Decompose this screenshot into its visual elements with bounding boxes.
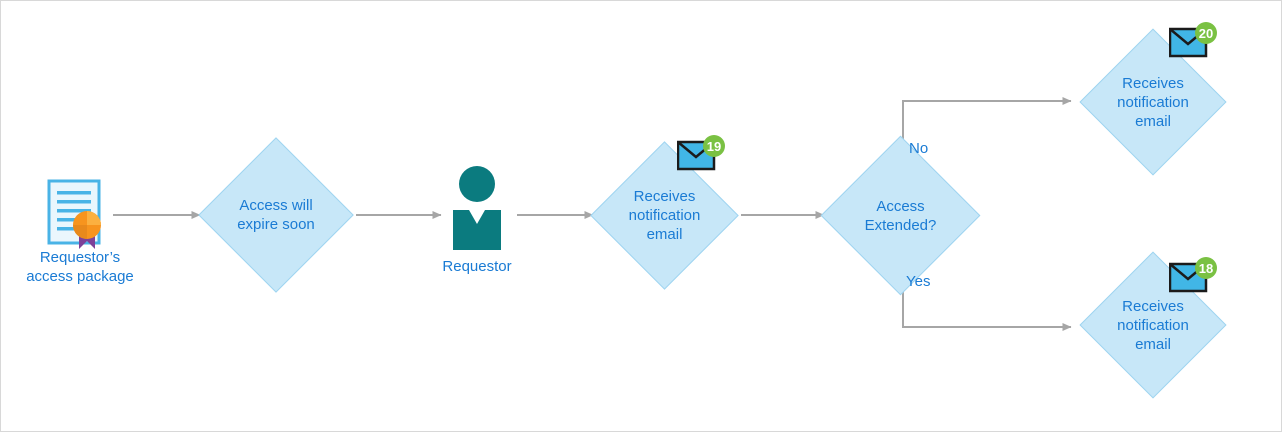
access-package-label: Requestor’s access package [26,249,134,285]
badge-number: 19 [707,139,721,154]
badge-number: 20 [1199,26,1213,41]
branch-label-no: No [909,140,929,157]
requestor-label: Requestor [442,258,512,275]
access-package-document-icon [47,179,101,249]
branch-label-yes: Yes [906,273,931,290]
diamond-shape [198,137,354,293]
diamond-shape [820,135,981,296]
node-receives-notification-email-1[interactable]: Receives notification email [590,141,739,290]
badge-number: 18 [1199,261,1213,276]
person-icon [453,166,501,250]
node-access-will-expire-soon[interactable]: Access will expire soon [198,137,354,293]
node-access-extended-decision[interactable]: Access Extended? [820,135,981,296]
email-badge-19: 19 [676,135,729,175]
node-receives-notification-email-no[interactable]: Receives notification email [1079,28,1227,176]
email-badge-20: 20 [1168,22,1221,62]
connector-no-branch [902,97,1072,161]
email-badge-18: 18 [1168,257,1221,297]
